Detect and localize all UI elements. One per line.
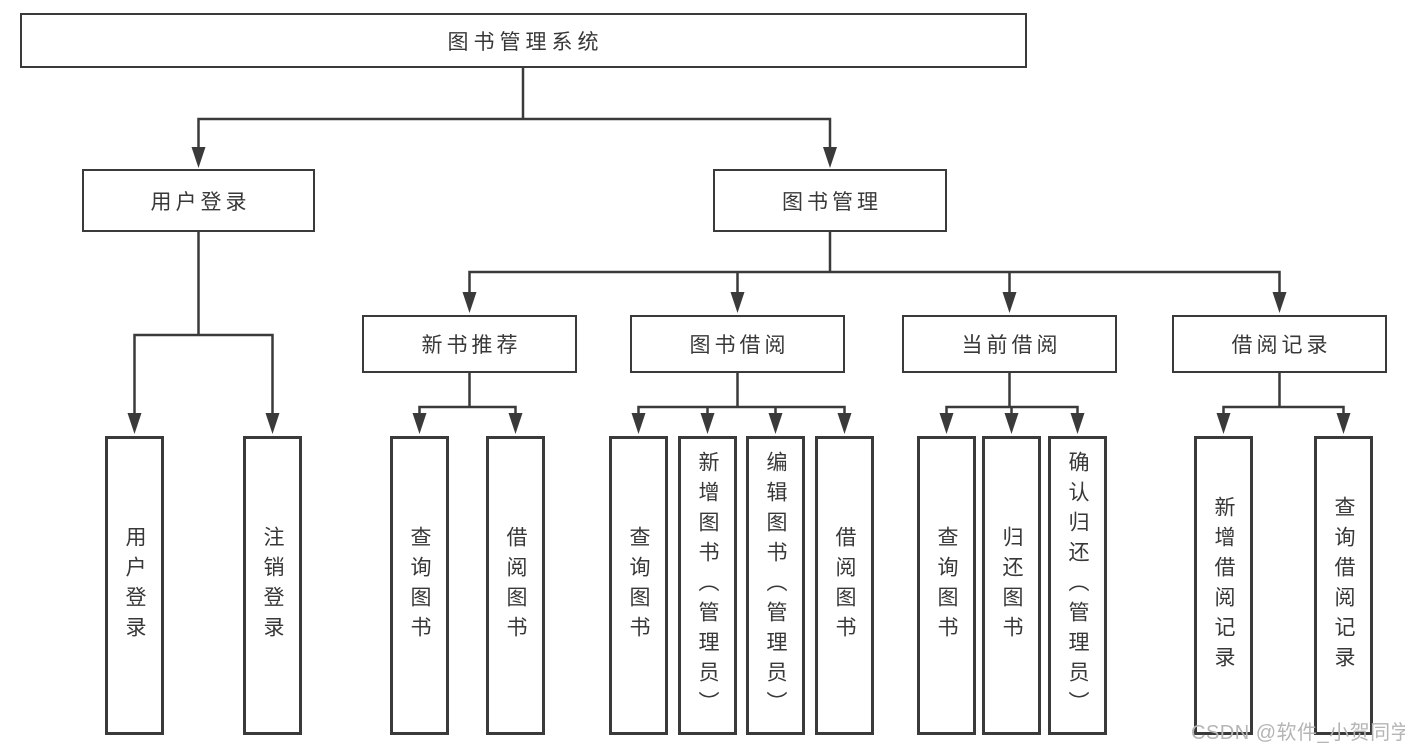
connector-newbook-to-leaves	[418, 373, 517, 415]
arrowhead	[823, 147, 837, 168]
leaf-borrow-books: 借阅图书	[815, 436, 874, 735]
leaf-user-login: 用户登录	[105, 436, 164, 735]
arrowhead	[412, 413, 427, 434]
node-user-login: 用户登录	[82, 169, 315, 232]
arrowhead	[508, 413, 523, 434]
arrowhead	[1216, 413, 1231, 434]
leaf-add-books-admin: 新增图书（管理员）	[678, 436, 737, 735]
node-root: 图书管理系统	[20, 13, 1027, 68]
arrowhead	[939, 413, 954, 434]
leaf-logout-login: 注销登录	[243, 436, 302, 735]
leaf-borrow-books-recommend: 借阅图书	[486, 436, 545, 735]
arrowhead	[768, 413, 783, 434]
leaf-edit-books-admin: 编辑图书（管理员）	[746, 436, 805, 735]
leaf-query-books-borrowing: 查询图书	[609, 436, 668, 735]
arrowhead	[700, 413, 715, 434]
arrowhead	[1272, 292, 1287, 313]
node-new-book-recommend: 新书推荐	[362, 315, 577, 373]
node-book-management: 图书管理	[713, 169, 947, 232]
connector-bookmgmt-to-level3	[468, 232, 1281, 294]
arrowhead	[127, 413, 142, 434]
arrowhead	[191, 147, 206, 168]
node-current-borrowing: 当前借阅	[902, 315, 1117, 373]
arrowhead	[730, 292, 745, 313]
leaf-query-books-current: 查询图书	[917, 436, 976, 735]
connector-userlogin-to-leaves	[133, 232, 274, 415]
leaf-query-books-recommend: 查询图书	[390, 436, 449, 735]
arrowhead	[1002, 292, 1017, 313]
connector-borrowing-to-leaves	[637, 373, 846, 415]
leaf-query-borrow-record: 查询借阅记录	[1314, 436, 1373, 735]
arrowhead	[1336, 413, 1351, 434]
leaf-return-books: 归还图书	[982, 436, 1041, 735]
arrowhead	[837, 413, 852, 434]
node-book-borrowing: 图书借阅	[630, 315, 845, 373]
node-borrowing-records: 借阅记录	[1172, 315, 1387, 373]
arrowhead	[1070, 413, 1085, 434]
arrowhead	[462, 292, 477, 313]
connector-root-to-level2	[197, 68, 832, 149]
leaf-add-borrow-record: 新增借阅记录	[1194, 436, 1253, 735]
arrowhead	[631, 413, 646, 434]
arrowhead	[1004, 413, 1019, 434]
arrowhead	[265, 413, 280, 434]
connector-records-to-leaves	[1222, 373, 1345, 415]
watermark: CSDN @软件_小贺同学	[1191, 722, 1405, 744]
leaf-confirm-return-admin: 确认归还（管理员）	[1048, 436, 1107, 735]
connector-current-to-leaves	[945, 373, 1079, 415]
